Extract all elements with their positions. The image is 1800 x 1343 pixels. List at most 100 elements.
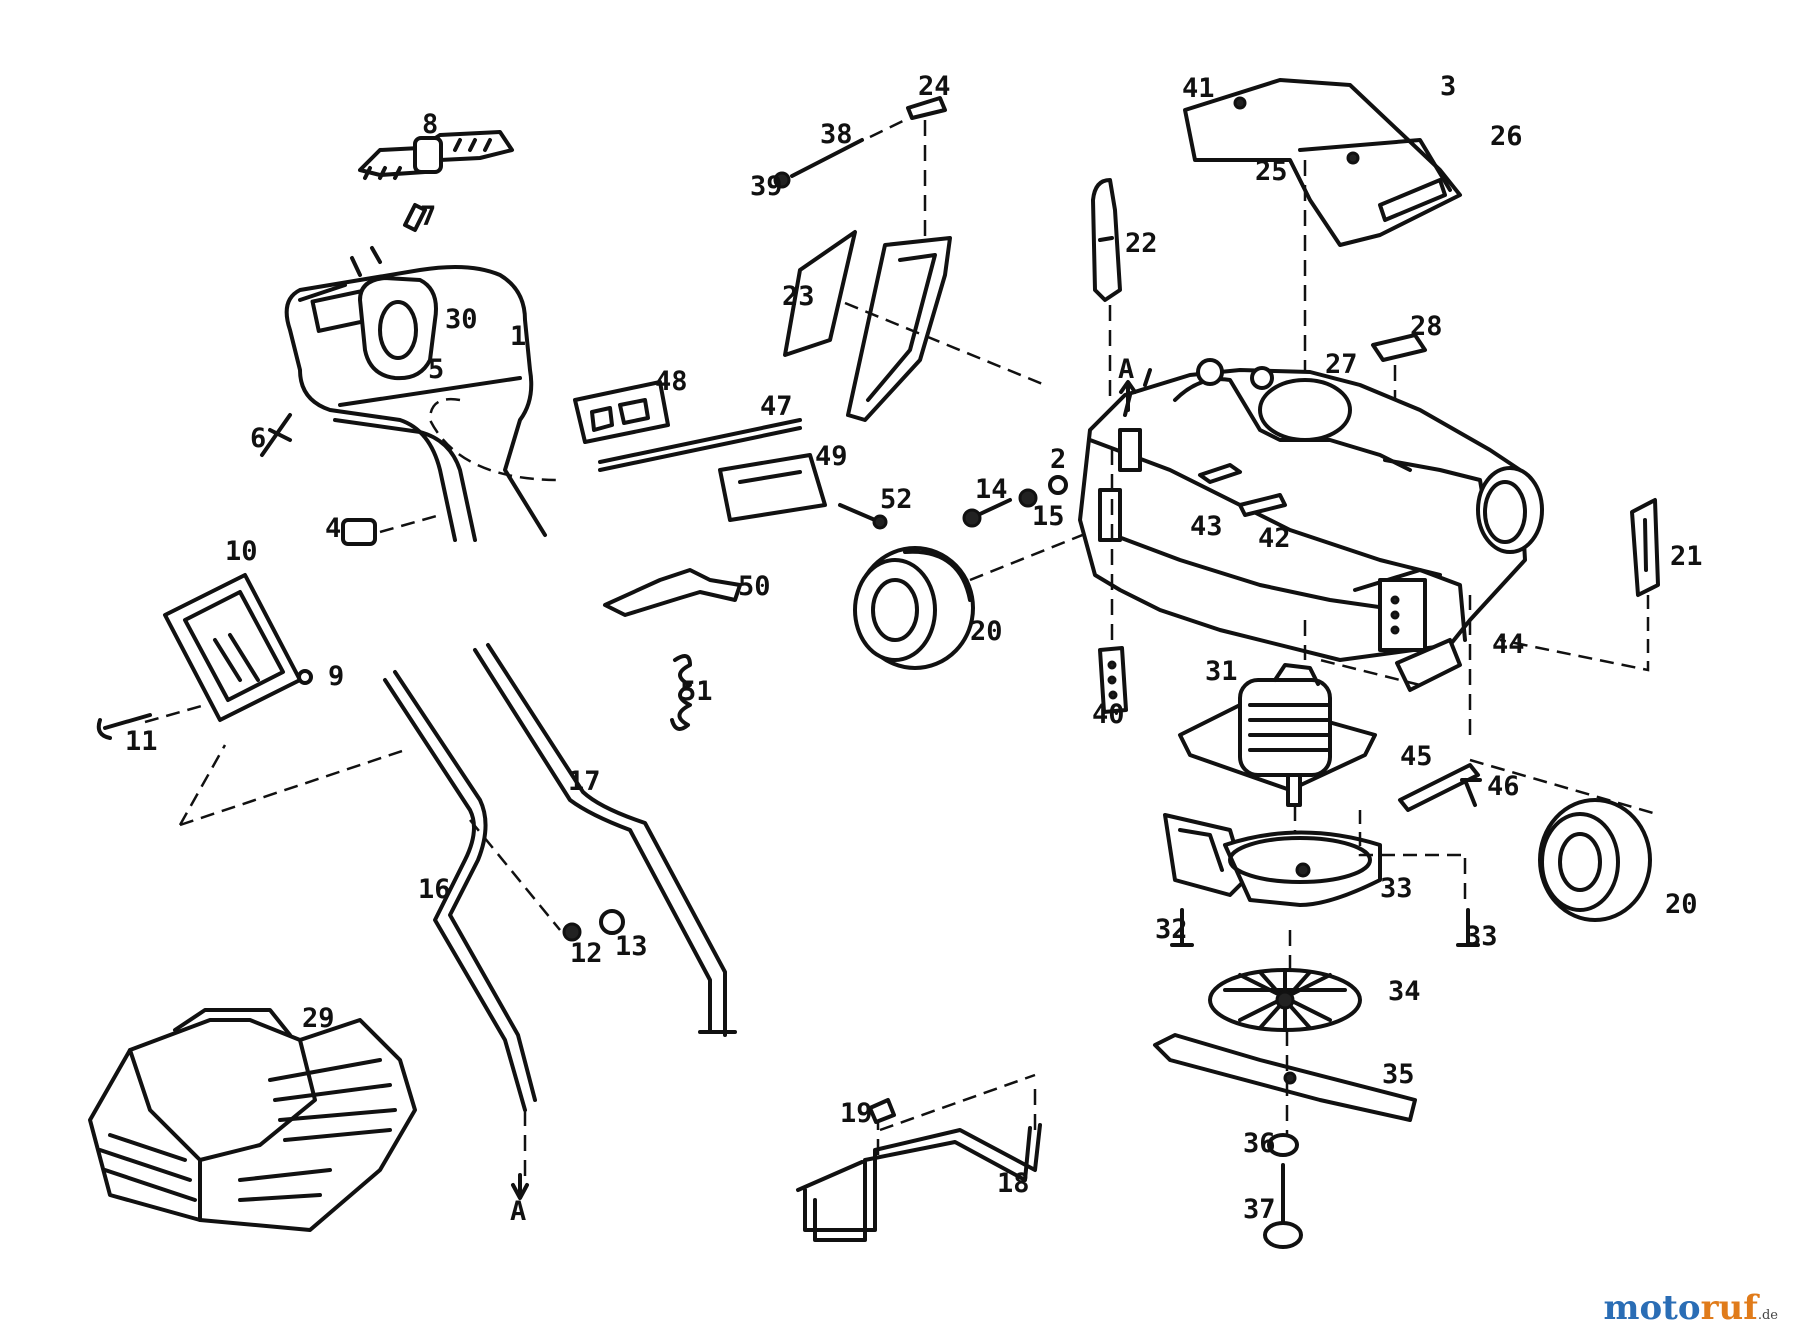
part-label: 38 — [820, 119, 853, 150]
watermark-part2: ruf — [1700, 1288, 1758, 1328]
blade-washer-part — [1267, 1133, 1299, 1157]
rear-wheel-part — [1469, 758, 1661, 922]
switch-rod-part — [598, 418, 802, 472]
part-label: 3 — [1440, 71, 1456, 102]
part-label: 20 — [1665, 889, 1698, 920]
part-label: 46 — [1487, 771, 1520, 802]
part-label: 47 — [760, 391, 793, 422]
part-label: 33 — [1465, 921, 1498, 952]
part-label: 51 — [680, 676, 713, 707]
part-label: 20 — [970, 616, 1003, 647]
part-label: 22 — [1125, 228, 1158, 259]
part-label: 26 — [1490, 121, 1523, 152]
mower-deck-part — [1078, 358, 1544, 662]
part-label: 6 — [250, 423, 266, 454]
fan-wheel-part — [1208, 968, 1362, 1032]
part-label: 36 — [1243, 1128, 1276, 1159]
height-lever-part — [603, 568, 742, 617]
label-plate-part — [1371, 333, 1427, 362]
part-label: 29 — [302, 1003, 335, 1034]
section-marker-label: A — [510, 1196, 526, 1227]
part-label: 44 — [1492, 629, 1525, 660]
part-label: 8 — [422, 109, 438, 140]
part-label: 30 — [445, 304, 478, 335]
watermark-suffix: .de — [1757, 1308, 1778, 1323]
cable-strain-relief-part — [358, 130, 514, 180]
watermark-logo: motoruf.de — [1604, 1288, 1778, 1328]
part-label: 28 — [1410, 311, 1443, 342]
small-screw-part — [838, 503, 877, 522]
motor-hood-part — [1183, 78, 1462, 380]
part-label: 18 — [997, 1168, 1030, 1199]
rod-part — [773, 96, 947, 240]
part-label: 41 — [1182, 73, 1215, 104]
part-label: 34 — [1388, 976, 1421, 1007]
watermark-part1: moto — [1603, 1288, 1701, 1328]
strap-part — [1398, 763, 1480, 812]
clip-part — [403, 203, 427, 232]
part-label: 39 — [750, 171, 783, 202]
part-label: 12 — [570, 938, 603, 969]
part-label: 43 — [1190, 511, 1223, 542]
part-label: 45 — [1400, 741, 1433, 772]
screw-right-link — [1358, 810, 1465, 857]
section-markers: AA — [510, 354, 1134, 1227]
grass-window-part — [96, 573, 313, 740]
part-label: 15 — [1032, 501, 1065, 532]
part-label: 32 — [1155, 914, 1188, 945]
marker-a-arrow-handle — [511, 1173, 529, 1200]
part-label: 25 — [1255, 156, 1288, 187]
part-label: 19 — [840, 1098, 873, 1129]
switch-cover-part — [573, 380, 670, 444]
fan-housing-part — [1163, 813, 1382, 907]
part-label: 7 — [420, 201, 436, 232]
part-label: 23 — [782, 281, 815, 312]
grass-catcher-part — [88, 1008, 417, 1232]
side-bracket-part — [1499, 498, 1660, 672]
part-label: 1 — [510, 321, 526, 352]
part-label: 37 — [1243, 1194, 1276, 1225]
part-label: 13 — [615, 931, 648, 962]
handle-switch-box-part — [350, 246, 438, 381]
rear-frame-part — [796, 1073, 1042, 1242]
clamp-part — [341, 513, 441, 546]
deflector-flap-part — [783, 230, 1046, 422]
part-label: 50 — [738, 571, 771, 602]
switch-housing-part — [718, 453, 827, 522]
nut-part — [562, 922, 582, 942]
part-label: 52 — [880, 484, 913, 515]
part-label: 16 — [418, 874, 451, 905]
part-label: 4 — [325, 513, 341, 544]
part-label: 10 — [225, 536, 258, 567]
section-marker-label: A — [1118, 354, 1134, 385]
part-label: 14 — [975, 474, 1008, 505]
height-bracket-part — [1098, 450, 1128, 714]
battery-block-part — [1395, 638, 1462, 692]
axle-bolt-part — [962, 475, 1068, 528]
rear-bracket-part — [1091, 178, 1122, 400]
part-label: 49 — [815, 441, 848, 472]
marker-a-arrow-deck — [1119, 380, 1137, 412]
lower-handle-left-part — [178, 670, 561, 1180]
part-label: 9 — [328, 661, 344, 692]
blade-bolt-part — [1263, 1163, 1303, 1249]
screw-part — [260, 413, 292, 457]
screw-right-part — [1456, 908, 1480, 947]
strap-screw-part — [1460, 778, 1482, 807]
part-label: 42 — [1258, 523, 1291, 554]
front-wheel-part — [853, 528, 1096, 670]
small-screw-head — [872, 514, 888, 530]
washer-part — [599, 909, 625, 935]
part-label: 33 — [1380, 873, 1413, 904]
part-label: 2 — [1050, 444, 1066, 475]
part-label: 21 — [1670, 541, 1703, 572]
part-label: 24 — [918, 71, 951, 102]
part-label: 27 — [1325, 349, 1358, 380]
block-guide-line — [1319, 658, 1421, 687]
lower-handle-right-part — [473, 643, 737, 1037]
part-label: 11 — [125, 726, 158, 757]
part-label: 40 — [1092, 699, 1125, 730]
